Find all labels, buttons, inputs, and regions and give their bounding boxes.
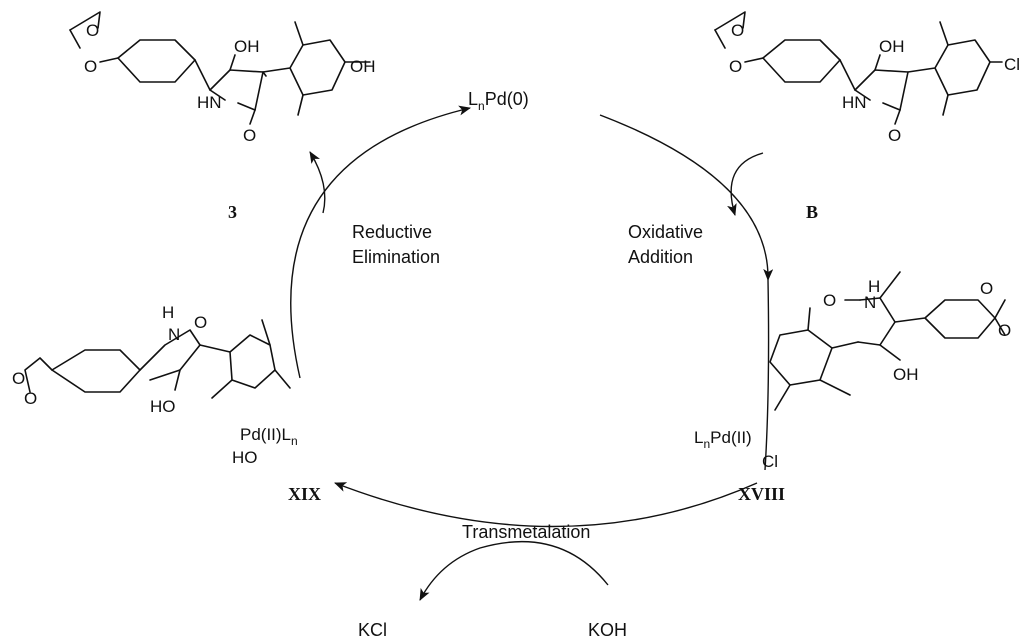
svg-text:HN: HN	[197, 93, 222, 112]
svg-text:N: N	[168, 325, 180, 344]
catalyst-label: LnPd(0)	[468, 89, 529, 113]
pd-xviii-label: LnPd(II)	[694, 428, 752, 451]
structure-compound-3: O O OH HN O OH	[69, 11, 376, 145]
reductive-elimination-label: Reductive	[352, 222, 432, 242]
svg-text:Cl: Cl	[1004, 55, 1020, 74]
svg-text:HN: HN	[842, 93, 867, 112]
structure-substrate-b: O O OH HN O Cl	[714, 11, 1020, 145]
arrow-product-out	[309, 151, 326, 214]
svg-text:H: H	[162, 303, 174, 322]
svg-text:O: O	[12, 369, 25, 388]
arc-oxidative-addition	[599, 114, 774, 281]
reagent-koh: KOH	[588, 620, 627, 639]
arrow-substrate-in	[727, 152, 764, 216]
reductive-elimination-label-2: Elimination	[352, 247, 440, 267]
svg-text:O: O	[84, 57, 97, 76]
svg-text:N: N	[864, 293, 876, 312]
structure-xviii: O H N O O OH LnPd(II) Cl	[694, 271, 1011, 471]
svg-text:O: O	[243, 126, 256, 145]
svg-text:OH: OH	[879, 37, 905, 56]
svg-text:O: O	[823, 291, 836, 310]
reagent-kcl: KCl	[358, 620, 387, 639]
compound-label-xix: XIX	[288, 484, 321, 504]
svg-text:O: O	[998, 321, 1011, 340]
transmetalation-label: Transmetalation	[462, 522, 590, 542]
svg-text:HO: HO	[232, 448, 258, 467]
svg-text:O: O	[86, 21, 99, 40]
svg-text:O: O	[194, 313, 207, 332]
compound-label-xviii: XVIII	[738, 484, 785, 504]
svg-text:Cl: Cl	[762, 452, 778, 471]
arc-xviii-continuation	[764, 279, 770, 471]
svg-text:OH: OH	[893, 365, 919, 384]
svg-text:H: H	[868, 277, 880, 296]
oxidative-addition-label: Oxidative	[628, 222, 703, 242]
oxidative-addition-label-2: Addition	[628, 247, 693, 267]
arc-reductive-elimination	[290, 105, 471, 379]
svg-text:HO: HO	[150, 397, 176, 416]
compound-label-3: 3	[228, 202, 237, 222]
svg-text:OH: OH	[350, 57, 376, 76]
svg-text:O: O	[729, 57, 742, 76]
svg-text:O: O	[731, 21, 744, 40]
arc-transmetalation	[334, 482, 758, 528]
arrow-koh-kcl	[419, 541, 609, 601]
svg-text:O: O	[888, 126, 901, 145]
svg-text:O: O	[24, 389, 37, 408]
svg-text:O: O	[980, 279, 993, 298]
pd-xix-label: Pd(II)Ln	[240, 425, 298, 448]
svg-text:OH: OH	[234, 37, 260, 56]
structure-xix: O O H N O HO Pd(II)Ln HO	[12, 303, 298, 467]
compound-label-b: B	[806, 202, 818, 222]
